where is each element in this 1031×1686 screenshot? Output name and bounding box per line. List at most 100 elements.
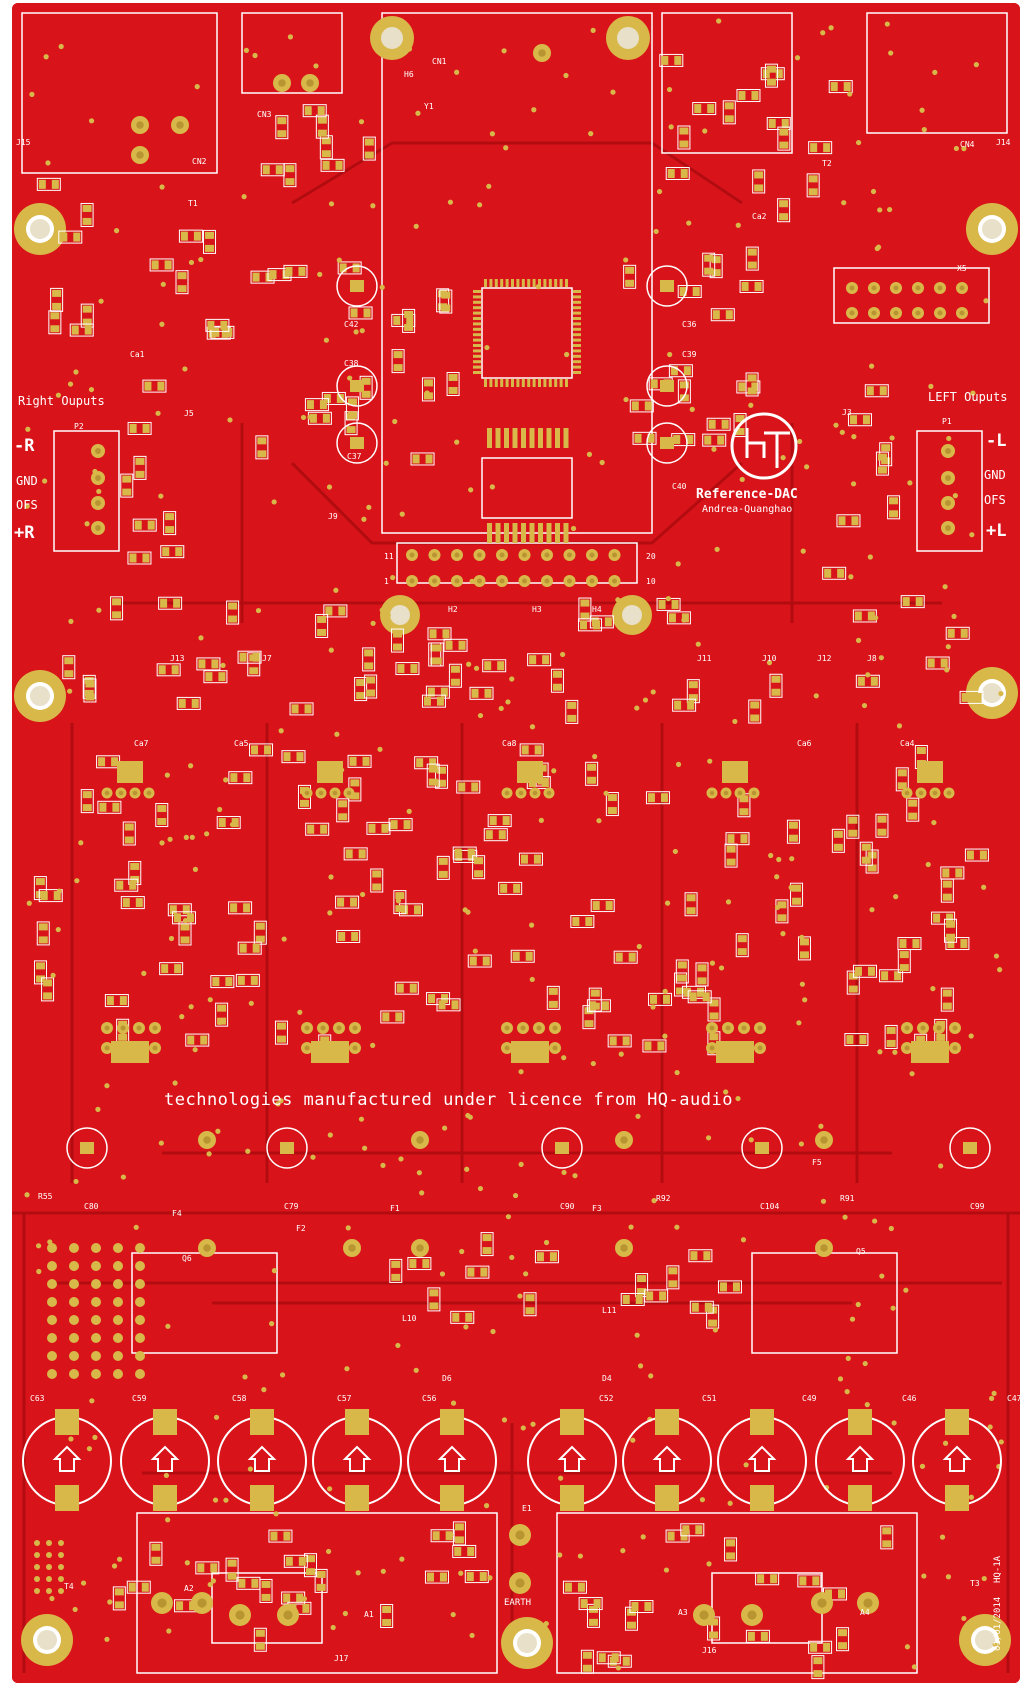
refdes-p1: P1 — [942, 417, 952, 426]
refdes-c39: C39 — [682, 350, 697, 359]
refdes-h6: H6 — [404, 70, 414, 79]
refdes-j16: J16 — [702, 1646, 717, 1655]
header-pin-11: 11 — [384, 552, 394, 561]
refdes-j10: J10 — [762, 654, 777, 663]
refdes-j12: J12 — [817, 654, 832, 663]
refdes-h4: H4 — [592, 605, 602, 614]
refdes-j9: J9 — [328, 512, 338, 521]
left-pin-ofs: OFS — [984, 493, 1006, 507]
logo-title: Reference-DAC — [696, 487, 798, 502]
logo-author: Andrea-Quanghao — [702, 504, 793, 515]
refdes-f5: F5 — [812, 1158, 822, 1167]
licence-text: technologies manufactured under licence … — [164, 1090, 733, 1110]
refdes-j13: J13 — [170, 654, 185, 663]
refdes-a4: A4 — [860, 1608, 870, 1617]
earth-label: EARTH — [504, 1598, 532, 1608]
refdes-x5: X5 — [957, 264, 967, 273]
right-pin-ofs: OFS — [16, 498, 38, 512]
refdes-ca8: Ca8 — [502, 739, 517, 748]
refdes-y1: Y1 — [424, 102, 434, 111]
refdes-a3: A3 — [678, 1608, 688, 1617]
refdes-ca2: Ca2 — [752, 212, 767, 221]
refdes-r55: R55 — [38, 1192, 53, 1201]
refdes-c52: C52 — [599, 1394, 614, 1403]
refdes-r92: R92 — [656, 1194, 671, 1203]
refdes-f4: F4 — [172, 1209, 182, 1218]
refdes-p2: P2 — [74, 422, 84, 431]
refdes-j15: J15 — [16, 138, 31, 147]
refdes-ca6: Ca6 — [797, 739, 812, 748]
refdes-j14: J14 — [996, 138, 1011, 147]
refdes-t3: T3 — [970, 1579, 980, 1588]
refdes-t2: T2 — [822, 159, 832, 168]
mounting-holes — [14, 16, 1018, 1669]
refdes-d4: D4 — [602, 1374, 612, 1383]
refdes-j5: J5 — [184, 409, 194, 418]
refdes-q5: Q5 — [856, 1247, 866, 1256]
header-pin-10: 10 — [646, 577, 656, 586]
refdes-ca7: Ca7 — [134, 739, 149, 748]
main-ic-footprint — [473, 279, 581, 543]
refdes-c59: C59 — [132, 1394, 147, 1403]
refdes-c56: C56 — [422, 1394, 437, 1403]
refdes-c36: C36 — [682, 320, 697, 329]
refdes-l11: L11 — [602, 1306, 617, 1315]
refdes-ca4: Ca4 — [900, 739, 915, 748]
refdes-t4: T4 — [64, 1582, 74, 1591]
refdes-h3: H3 — [532, 605, 542, 614]
pcb-artwork — [12, 3, 1020, 1683]
right-pin-gnd: GND — [16, 474, 38, 488]
revision-label: HQ-1A — [993, 1555, 1003, 1583]
refdes-a1: A1 — [364, 1610, 374, 1619]
refdes-c57: C57 — [337, 1394, 352, 1403]
refdes-j3: J3 — [842, 408, 852, 417]
right-pin-minus: -R — [14, 436, 35, 456]
header-pin-20: 20 — [646, 552, 656, 561]
right-outputs-title: Right Ouputs — [18, 394, 105, 408]
refdes-h2: H2 — [448, 605, 458, 614]
trace-layer — [12, 141, 1020, 1673]
refdes-c63: C63 — [30, 1394, 45, 1403]
refdes-r91: R91 — [840, 1194, 855, 1203]
refdes-t1: T1 — [188, 199, 198, 208]
refdes-c40: C40 — [672, 482, 687, 491]
refdes-c80: C80 — [84, 1202, 99, 1211]
refdes-a2: A2 — [184, 1584, 194, 1593]
refdes-c46: C46 — [902, 1394, 917, 1403]
refdes-ca1: Ca1 — [130, 350, 145, 359]
refdes-c99: C99 — [970, 1202, 985, 1211]
refdes-d6: D6 — [442, 1374, 452, 1383]
refdes-ca5: Ca5 — [234, 739, 249, 748]
refdes-c38: C38 — [344, 359, 359, 368]
refdes-cn3: CN3 — [257, 110, 272, 119]
right-pin-plus: +R — [14, 523, 35, 543]
refdes-j8: J8 — [867, 654, 877, 663]
refdes-cn1: CN1 — [432, 57, 447, 66]
refdes-j7: J7 — [262, 654, 272, 663]
refdes-f2: F2 — [296, 1224, 306, 1233]
refdes-q6: Q6 — [182, 1254, 192, 1263]
refdes-j11: J11 — [697, 654, 712, 663]
left-outputs-title: LEFT Ouputs — [928, 390, 1008, 404]
refdes-e1: E1 — [522, 1504, 532, 1513]
hq-logo — [730, 412, 798, 480]
refdes-c90: C90 — [560, 1202, 575, 1211]
date-label: 01/01/2014 — [993, 1596, 1003, 1651]
refdes-c58: C58 — [232, 1394, 247, 1403]
header-pin-1: 1 — [384, 577, 389, 586]
pcb-board: Right Ouputs LEFT Ouputs -R GND OFS +R -… — [12, 3, 1022, 1683]
refdes-c37: C37 — [347, 452, 362, 461]
left-pin-gnd: GND — [984, 468, 1006, 482]
refdes-cn4: CN4 — [960, 140, 975, 149]
left-pin-minus: -L — [986, 431, 1007, 451]
refdes-j17: J17 — [334, 1654, 349, 1663]
refdes-c79: C79 — [284, 1202, 299, 1211]
refdes-cn2: CN2 — [192, 157, 207, 166]
left-pin-plus: +L — [986, 521, 1007, 541]
refdes-f1: F1 — [390, 1204, 400, 1213]
refdes-c49: C49 — [802, 1394, 817, 1403]
refdes-l10: L10 — [402, 1314, 417, 1323]
refdes-c51: C51 — [702, 1394, 717, 1403]
refdes-f3: F3 — [592, 1204, 602, 1213]
refdes-c47: C47 — [1007, 1394, 1022, 1403]
